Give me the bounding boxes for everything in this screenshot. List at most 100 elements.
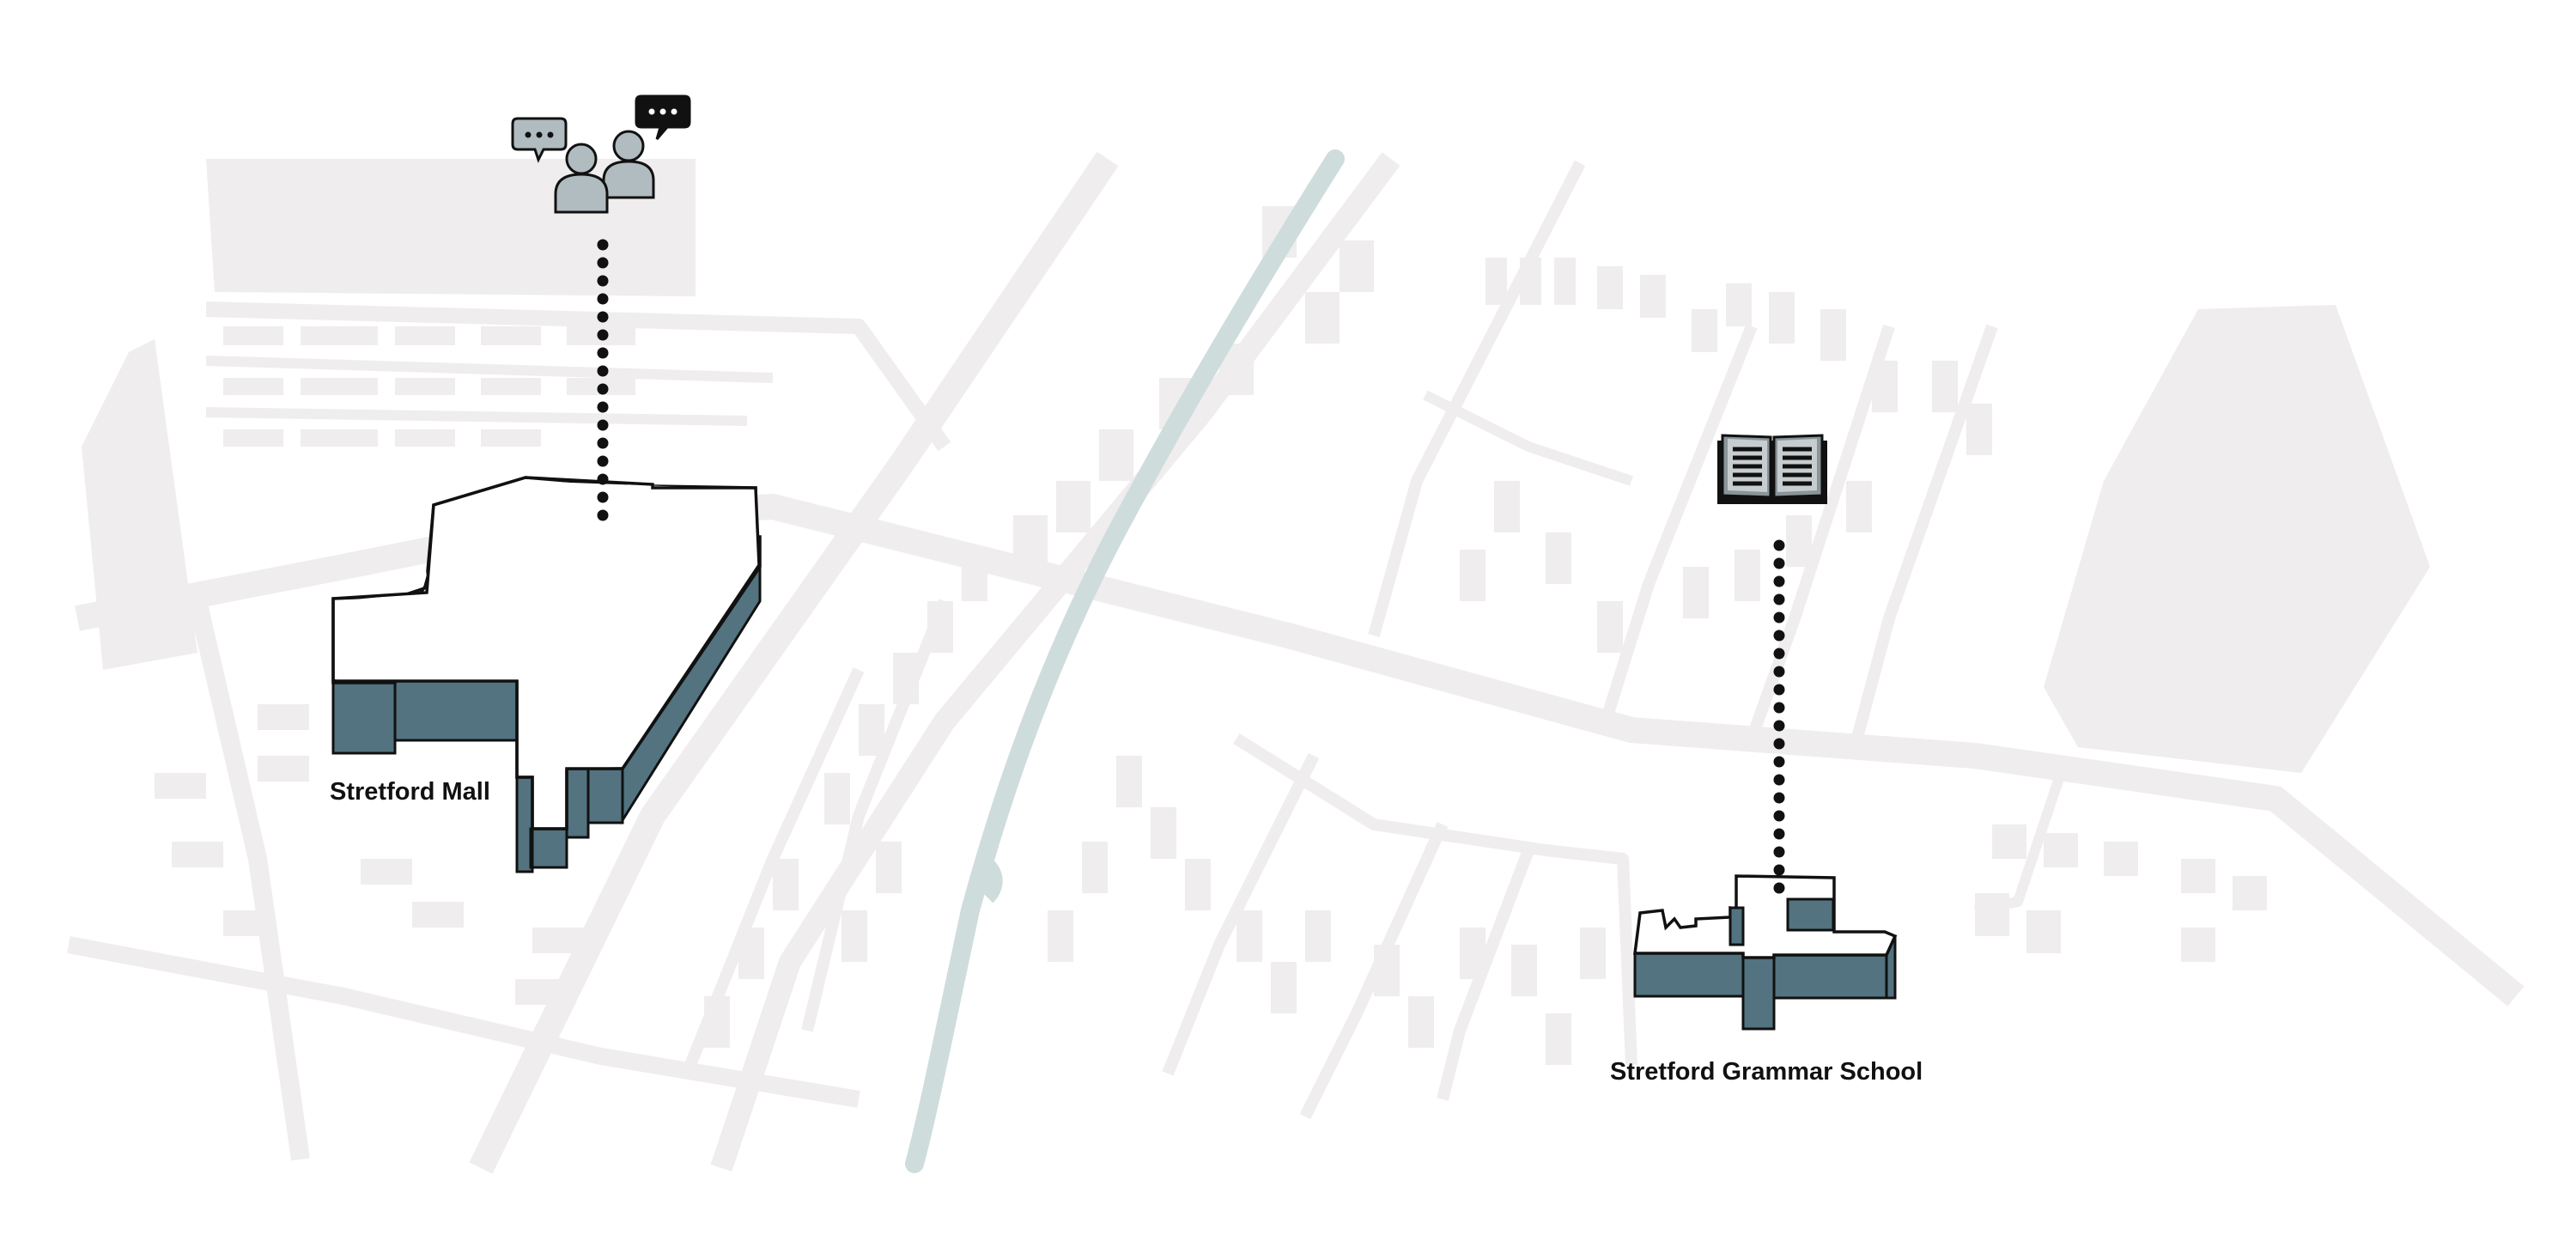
school-roof xyxy=(1633,874,1898,959)
open-book-icon xyxy=(1717,434,1827,504)
building-block xyxy=(1485,258,1507,305)
stretford-grammar-school-building[interactable] xyxy=(1633,874,1898,1031)
stretford-grammar-school-label: Stretford Grammar School xyxy=(1610,1058,1923,1086)
building-block xyxy=(1992,824,2026,859)
leader-dot xyxy=(1773,828,1785,840)
building-block xyxy=(223,326,283,345)
leader-dot xyxy=(1773,666,1785,678)
building-block xyxy=(1932,361,1958,412)
leader-dot xyxy=(1773,539,1785,551)
building-block xyxy=(1013,515,1048,567)
building-block xyxy=(1546,532,1571,584)
leader-dot xyxy=(1773,774,1785,786)
leader-dot xyxy=(1773,738,1785,750)
building-block xyxy=(738,928,764,979)
leader-dot xyxy=(597,275,609,287)
leader-dot xyxy=(597,293,609,305)
building-block xyxy=(1340,240,1374,292)
building-block xyxy=(301,429,378,447)
building-block xyxy=(1735,550,1760,601)
building-block xyxy=(1305,910,1331,962)
building-block xyxy=(515,979,567,1005)
building-block xyxy=(532,928,584,953)
building-block xyxy=(2181,859,2215,893)
building-block xyxy=(395,326,455,345)
river-bend xyxy=(975,851,1003,903)
leader-dot xyxy=(1773,611,1785,624)
building-block xyxy=(395,378,455,395)
building-block xyxy=(395,429,455,447)
stretford-mall-building[interactable] xyxy=(331,476,762,873)
building-block xyxy=(824,773,850,824)
building-block xyxy=(2044,833,2078,867)
leader-dot xyxy=(1773,720,1785,732)
building-block xyxy=(1048,910,1073,962)
building-block xyxy=(2181,928,2215,962)
diagonal-road xyxy=(710,152,1400,1172)
building-block xyxy=(1726,283,1752,326)
building-block xyxy=(927,601,953,653)
building-block xyxy=(841,910,867,962)
building-block xyxy=(1236,910,1262,962)
leader-dot xyxy=(597,491,609,503)
building-block xyxy=(1786,515,1812,567)
building-block xyxy=(962,550,987,601)
leader-dot xyxy=(597,365,609,377)
leader-dot xyxy=(597,473,609,485)
building-block xyxy=(301,326,378,345)
building-block xyxy=(1597,266,1623,309)
building-block xyxy=(1185,859,1211,910)
school-leader-line xyxy=(1773,539,1785,894)
chat-people-icon xyxy=(511,94,691,214)
building-block xyxy=(481,429,541,447)
building-block xyxy=(859,704,884,756)
mall-leader-line xyxy=(597,239,609,521)
stretford-mall-label: Stretford Mall xyxy=(330,778,490,806)
building-block xyxy=(1511,945,1537,996)
school-side-face xyxy=(1633,897,1897,1031)
building-block xyxy=(1975,893,2009,936)
leader-dot xyxy=(1773,593,1785,605)
mall-outline xyxy=(331,476,761,830)
school-courtyard xyxy=(1786,897,1835,932)
west-road xyxy=(188,599,310,1161)
leader-dot xyxy=(1773,792,1785,804)
building-block xyxy=(412,902,464,928)
building-block xyxy=(1460,928,1485,979)
building-block xyxy=(2026,910,2061,953)
building-block xyxy=(1580,928,1606,979)
building-block xyxy=(893,653,919,704)
building-block xyxy=(1151,807,1176,859)
leader-dot xyxy=(597,383,609,395)
building-block xyxy=(481,378,541,395)
building-block xyxy=(223,378,283,395)
building-block xyxy=(1408,996,1434,1048)
leader-dot xyxy=(1773,756,1785,768)
leader-dot xyxy=(1773,684,1785,696)
mall-roof-fill xyxy=(337,481,757,773)
street-k xyxy=(1423,390,1633,486)
building-block xyxy=(1966,404,1992,455)
building-block xyxy=(1099,429,1133,481)
building-block xyxy=(1056,481,1091,532)
building-block xyxy=(1846,481,1872,532)
street-f xyxy=(1162,752,1320,1076)
building-block xyxy=(1683,567,1709,618)
river xyxy=(905,149,1345,1173)
leader-dot xyxy=(1773,575,1785,587)
building-block xyxy=(1082,842,1108,893)
block-west xyxy=(82,339,197,670)
south-road xyxy=(67,936,860,1108)
leader-dot xyxy=(597,455,609,467)
building-block xyxy=(223,910,275,936)
street-b xyxy=(1600,324,1758,724)
building-block xyxy=(773,859,799,910)
building-block xyxy=(1520,258,1541,305)
leader-dot xyxy=(1773,557,1785,569)
building-block xyxy=(704,996,730,1048)
street-c xyxy=(1746,324,1895,741)
building-block xyxy=(1546,1013,1571,1065)
street-m xyxy=(205,356,774,383)
